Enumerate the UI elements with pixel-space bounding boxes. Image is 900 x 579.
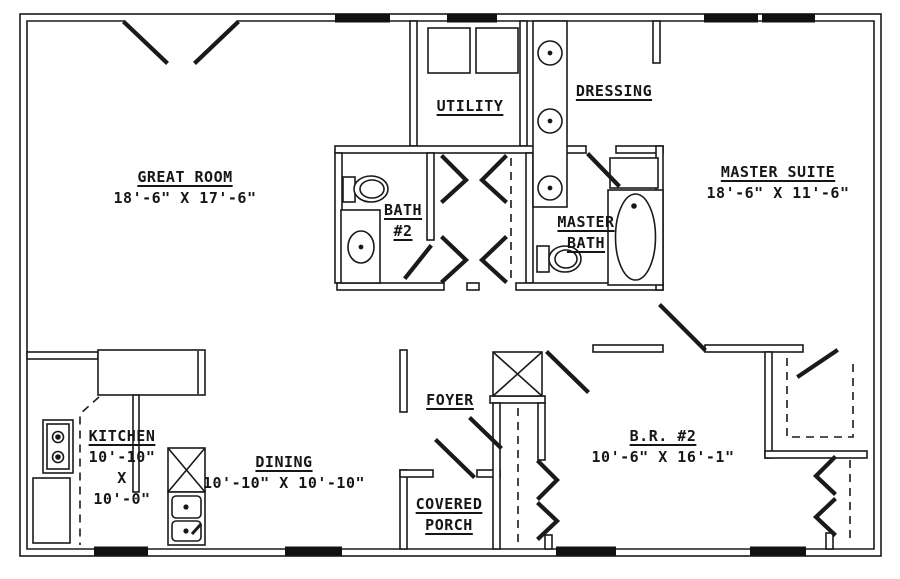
room-dims: 10'-10" [88, 448, 156, 466]
french-door-right [193, 20, 240, 65]
room-name: UTILITY [436, 97, 504, 115]
room-label-dining: DINING 10'-10" X 10'-10" [203, 452, 365, 494]
room-label-covered-porch: COVERED PORCH [416, 494, 483, 536]
front-door-leaf-a [434, 438, 476, 479]
room-label-bath-2: BATH #2 [384, 200, 422, 242]
room-label-utility: UTILITY [437, 96, 504, 117]
room-dims: 18'-6" X 11'-6" [706, 184, 850, 202]
room-name: BATH [566, 234, 606, 252]
kitchen-cabinet [32, 477, 71, 544]
room-dims: 18'-6" X 17'-6" [113, 189, 257, 207]
room-label-great-room: GREAT ROOM 18'-6" X 17'-6" [114, 167, 257, 209]
washer [427, 27, 471, 74]
bath2-door [403, 244, 433, 280]
bathtub [607, 189, 664, 286]
room-name: DINING [255, 453, 313, 471]
room-name: BATH [383, 201, 423, 219]
room-name: COVERED [415, 495, 483, 513]
room-dims: 10'-0" [93, 490, 151, 508]
br2-west-closet-door [536, 501, 561, 541]
br2-east-closet-door [812, 455, 837, 496]
room-name: MASTER SUITE [720, 163, 836, 181]
bath2-toilet [342, 175, 389, 203]
windows [94, 13, 815, 556]
kitchen-appliance-space [167, 447, 206, 493]
room-name: PORCH [425, 516, 473, 534]
walk-in-closet-door [796, 348, 839, 379]
hall-closet-door [478, 235, 508, 284]
kitchen-sink [167, 491, 206, 546]
master-suite-door [658, 303, 707, 352]
room-name: DRESSING [575, 82, 653, 100]
closet-doors [440, 154, 837, 541]
br2-entry-door [545, 350, 590, 394]
french-door-left [122, 20, 169, 65]
vanity [532, 20, 568, 208]
room-label-br-2: B.R. #2 10'-6" X 16'-1" [592, 426, 735, 468]
room-label-dressing: DRESSING [576, 81, 652, 102]
room-label-kitchen: KITCHEN 10'-10" X 10'-0" [89, 426, 156, 510]
room-label-foyer: FOYER [426, 390, 474, 411]
doors [122, 20, 839, 479]
room-name: B.R. #2 [629, 427, 697, 445]
walk-in-closet-shelves [786, 358, 854, 438]
dryer [475, 27, 519, 74]
range [42, 419, 74, 474]
foyer-utility-space [492, 351, 543, 397]
br2-west-closet-door [536, 459, 560, 501]
kitchen-counters [97, 349, 206, 493]
room-dims: 10'-10" X 10'-10" [202, 474, 366, 492]
bath2-sink [340, 209, 381, 284]
front-door-leaf-b [468, 416, 503, 450]
room-name: #2 [393, 222, 413, 240]
hall-closet-door [440, 235, 470, 284]
room-name: FOYER [426, 391, 474, 409]
hall-closet-door [478, 154, 508, 204]
room-label-master-bath: MASTER BATH [557, 212, 614, 254]
room-dims: X [117, 469, 127, 487]
hall-closet-door [440, 154, 470, 204]
kitchen-counter-dashed [79, 396, 100, 545]
room-name: MASTER [557, 213, 615, 231]
br2-east-closet-door [812, 497, 837, 537]
master-bath-toilet [536, 245, 582, 273]
room-label-master-suite: MASTER SUITE 18'-6" X 11'-6" [707, 162, 850, 204]
room-name: GREAT ROOM [137, 168, 233, 186]
fixtures [32, 20, 664, 546]
room-name: KITCHEN [88, 427, 156, 445]
master-bath-door [586, 152, 621, 188]
room-dims: 10'-6" X 16'-1" [591, 448, 735, 466]
